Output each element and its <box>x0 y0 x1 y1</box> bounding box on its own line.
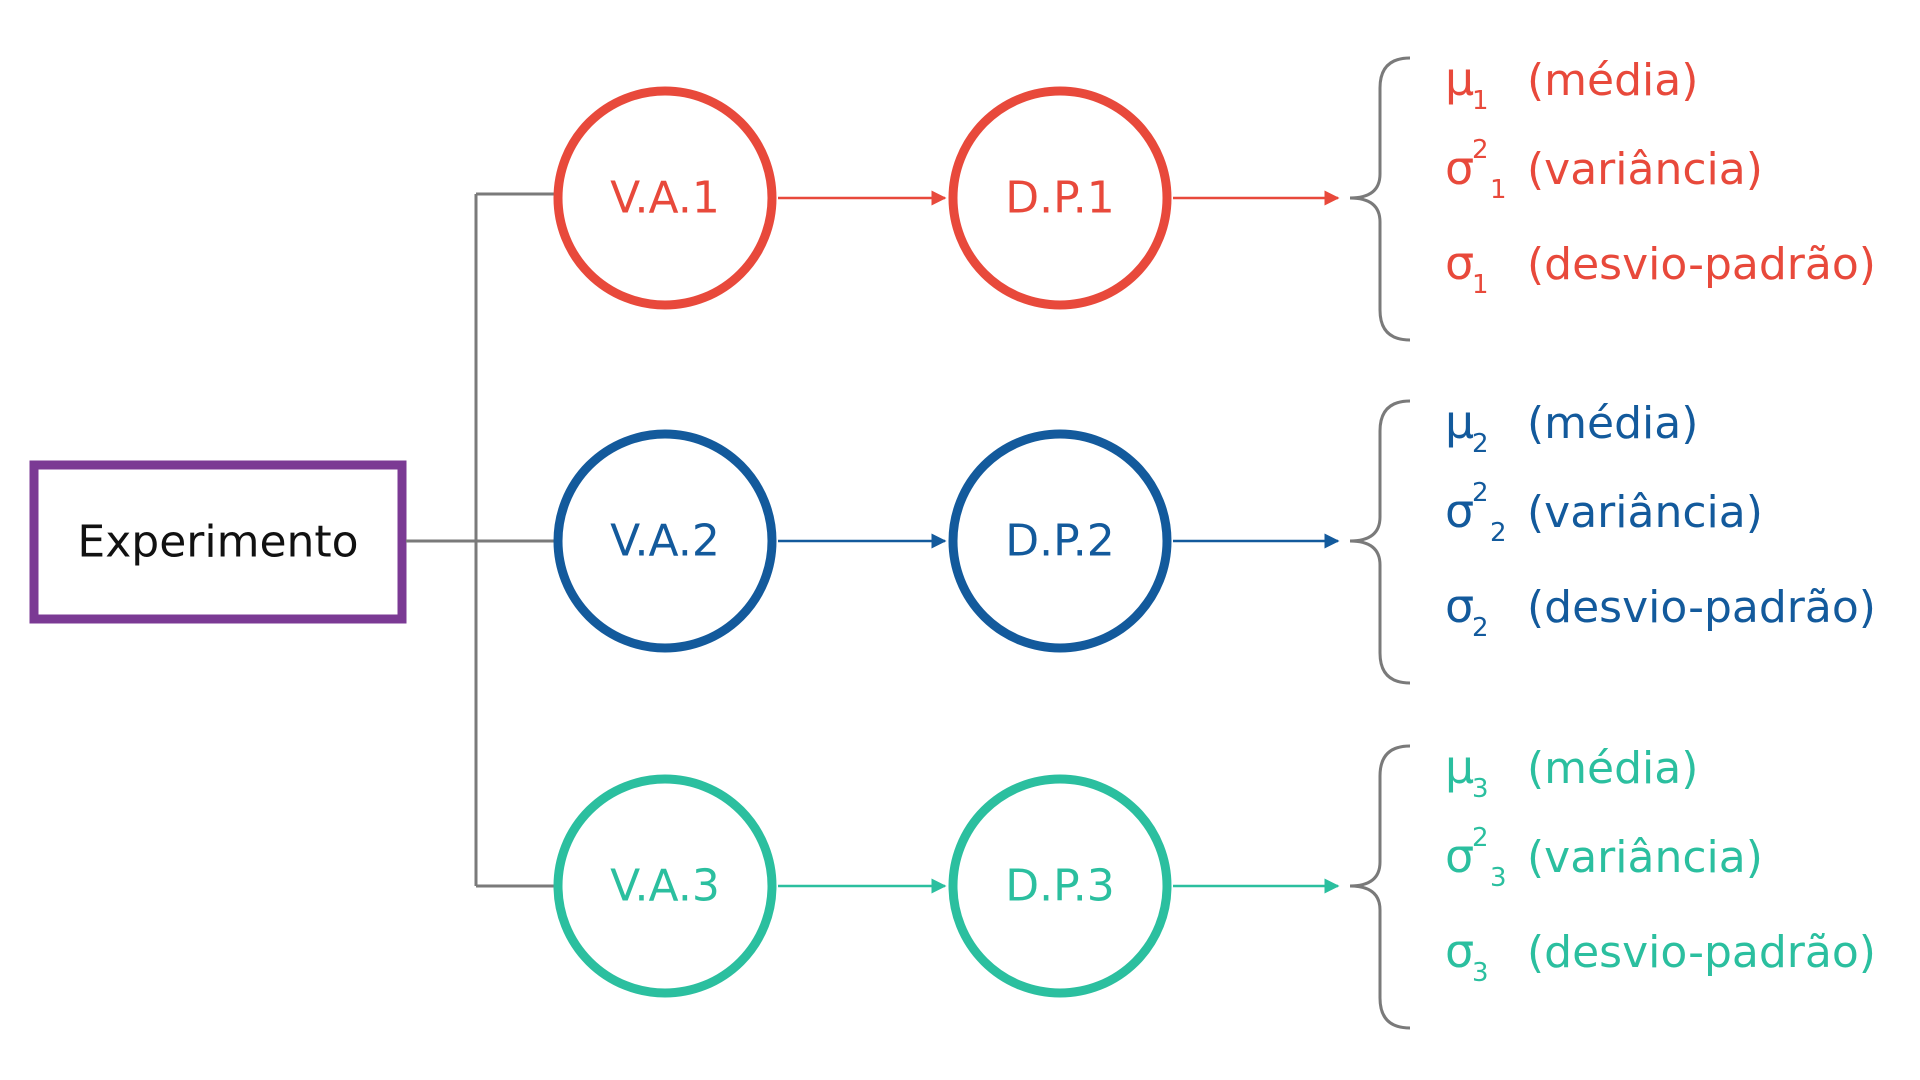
curly-brace-3 <box>1349 744 1411 1030</box>
stat-symbol: σ <box>1445 579 1474 633</box>
stat-item: σ2 (desvio-padrão) <box>1445 579 1876 643</box>
stat-description: (média) <box>1527 743 1698 794</box>
stat-description: (média) <box>1527 398 1698 449</box>
va-circle-2 <box>553 429 777 653</box>
curly-brace-2 <box>1349 399 1411 685</box>
stat-subscript: 3 <box>1472 958 1489 988</box>
stat-symbol: μ <box>1445 740 1474 794</box>
dp-circle-2 <box>948 429 1172 653</box>
stat-subscript: 1 <box>1472 86 1489 116</box>
stat-subscript: 1 <box>1472 270 1489 300</box>
stat-superscript: 2 <box>1472 478 1489 508</box>
va-circle-1 <box>553 86 777 310</box>
stat-subscript: 2 <box>1472 429 1489 459</box>
dp-label-2: D.P.2 <box>1005 516 1115 567</box>
stat-item: σ23 (variância) <box>1445 823 1763 893</box>
dp-circle-3 <box>948 774 1172 998</box>
stat-item: μ3 (média) <box>1445 740 1698 804</box>
stat-symbol: σ <box>1445 484 1474 538</box>
stat-description: (variância) <box>1527 832 1763 883</box>
stat-item: σ1 (desvio-padrão) <box>1445 236 1876 300</box>
stat-item: μ2 (média) <box>1445 395 1698 459</box>
dp-label-3: D.P.3 <box>1005 861 1115 912</box>
stat-description: (desvio-padrão) <box>1527 927 1876 978</box>
stat-symbol: σ <box>1445 829 1474 883</box>
branch-connectors <box>406 192 558 888</box>
stat-subscript: 3 <box>1490 863 1507 893</box>
va-label-3: V.A.3 <box>610 861 720 912</box>
dp-circle-1 <box>948 86 1172 310</box>
stat-description: (média) <box>1527 55 1698 106</box>
va-circle-3 <box>553 774 777 998</box>
stat-symbol: μ <box>1445 52 1474 106</box>
stat-subscript: 2 <box>1490 518 1507 548</box>
stat-symbol: σ <box>1445 236 1474 290</box>
experiment-box <box>29 460 407 624</box>
va-label-1: V.A.1 <box>610 173 720 224</box>
experiment-label: Experimento <box>77 517 358 568</box>
stat-subscript: 3 <box>1472 774 1489 804</box>
stat-item: σ21 (variância) <box>1445 135 1763 205</box>
stat-symbol: σ <box>1445 924 1474 978</box>
stat-description: (variância) <box>1527 144 1763 195</box>
stat-subscript: 2 <box>1472 613 1489 643</box>
stat-superscript: 2 <box>1472 823 1489 853</box>
stat-symbol: μ <box>1445 395 1474 449</box>
stat-superscript: 2 <box>1472 135 1489 165</box>
stat-symbol: σ <box>1445 141 1474 195</box>
stat-description: (desvio-padrão) <box>1527 239 1876 290</box>
curly-brace-1 <box>1349 56 1411 342</box>
experiment-node: Experimento <box>29 460 407 624</box>
stat-item: μ1 (média) <box>1445 52 1698 116</box>
stat-item: σ3 (desvio-padrão) <box>1445 924 1876 988</box>
va-label-2: V.A.2 <box>610 516 720 567</box>
stat-description: (desvio-padrão) <box>1527 582 1876 633</box>
stat-subscript: 1 <box>1490 175 1507 205</box>
stat-description: (variância) <box>1527 487 1763 538</box>
dp-label-1: D.P.1 <box>1005 173 1115 224</box>
stat-item: σ22 (variância) <box>1445 478 1763 548</box>
